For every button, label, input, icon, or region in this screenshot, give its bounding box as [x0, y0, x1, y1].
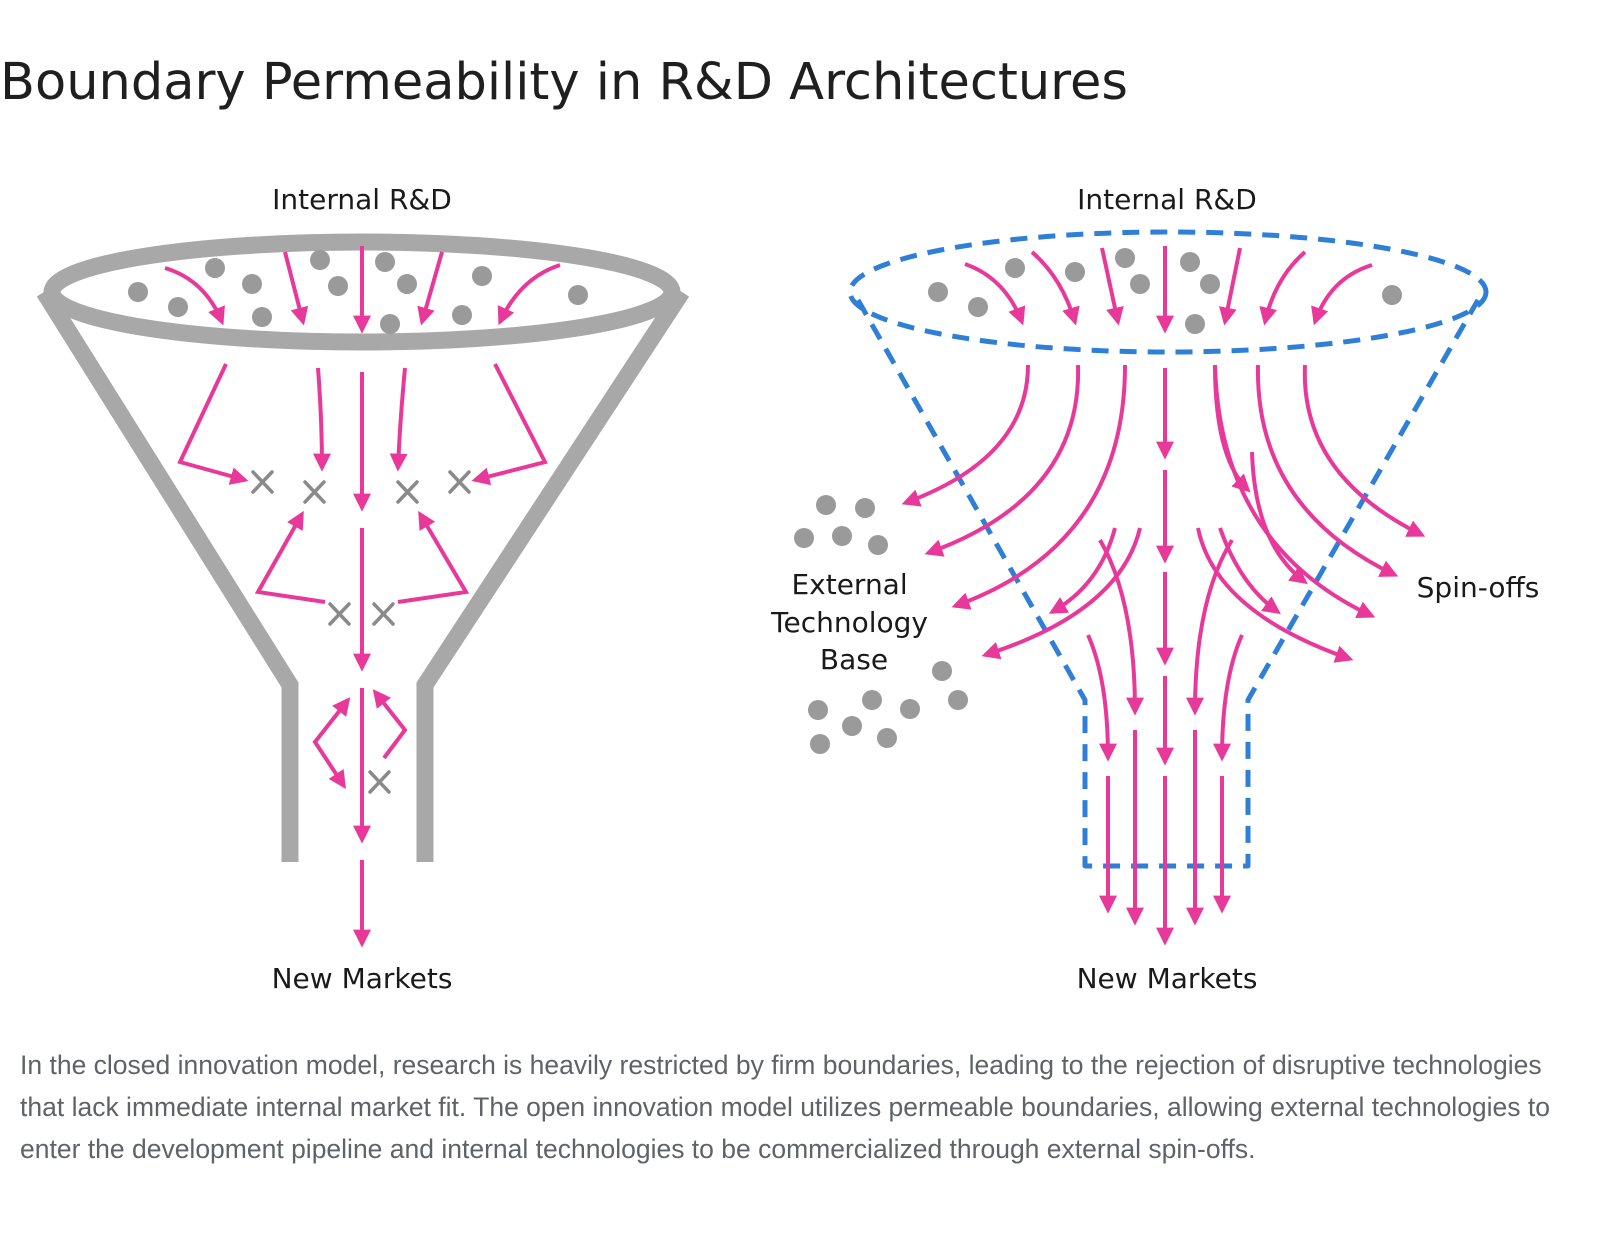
- closed-rejection-marks: [251, 470, 471, 794]
- open-bottom-label: New Markets: [1077, 962, 1258, 995]
- closed-innovation-funnel: Internal R&D: [36, 183, 690, 995]
- open-innovation-funnel: Internal R&D: [770, 183, 1539, 995]
- x-mark-icon: [328, 602, 351, 626]
- open-funnel-rim: [847, 229, 1489, 355]
- open-funnel-walls: [855, 298, 1481, 869]
- x-mark-icon: [372, 602, 395, 626]
- x-mark-icon: [303, 480, 326, 504]
- closed-flow-arrows: [164, 246, 561, 948]
- external-technology-label: External Technology Base: [770, 568, 937, 676]
- x-mark-icon: [448, 470, 471, 494]
- open-idea-dots: [928, 248, 1402, 334]
- external-technology-dots: [794, 495, 968, 754]
- x-mark-icon: [396, 480, 419, 504]
- open-top-label: Internal R&D: [1077, 183, 1257, 216]
- x-mark-icon: [368, 770, 391, 794]
- closed-funnel-left-wall: [36, 287, 299, 862]
- spin-offs-label: Spin-offs: [1417, 571, 1540, 604]
- closed-funnel-rim: [43, 233, 681, 351]
- closed-top-label: Internal R&D: [272, 183, 452, 216]
- page-title: Boundary Permeability in R&D Architectur…: [0, 53, 1128, 112]
- x-mark-icon: [251, 470, 274, 494]
- innovation-funnels-diagram: Internal R&D: [36, 183, 1539, 995]
- open-flow-arrows: [901, 246, 1426, 946]
- closed-funnel-right-wall: [416, 287, 690, 862]
- closed-funnel-boundary: [36, 233, 690, 862]
- figure-caption: In the closed innovation model, research…: [20, 1050, 1551, 1164]
- closed-bottom-label: New Markets: [272, 962, 453, 995]
- open-funnel-boundary: [847, 229, 1489, 869]
- closed-idea-dots: [128, 250, 588, 334]
